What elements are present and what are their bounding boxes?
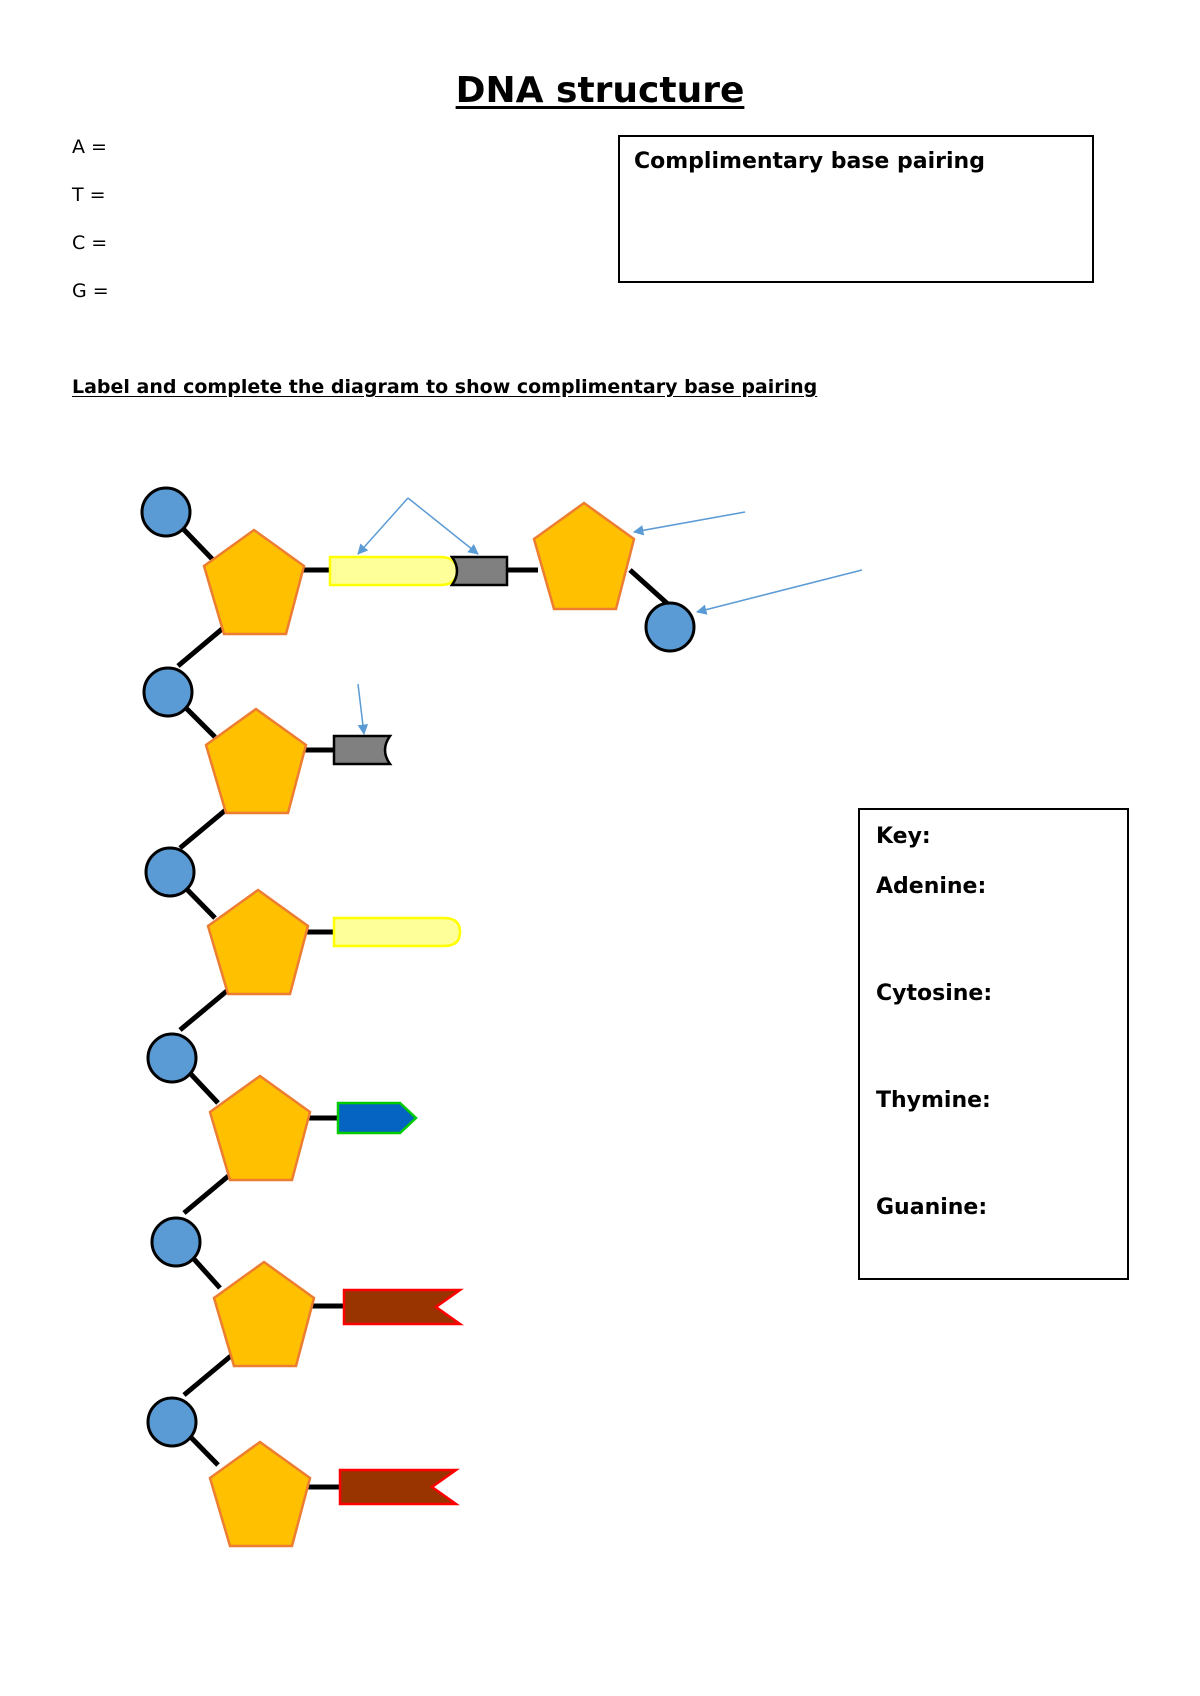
label-arrow bbox=[407, 497, 479, 555]
backbone-bond bbox=[182, 1171, 234, 1215]
sugar-pentagon bbox=[208, 1074, 312, 1182]
backbone-bond bbox=[178, 988, 230, 1032]
letter-t-line: T = bbox=[72, 184, 106, 206]
letter-g-line: G = bbox=[72, 280, 109, 302]
letter-c-line: C = bbox=[72, 232, 108, 254]
instruction-text: Label and complete the diagram to show c… bbox=[72, 376, 818, 398]
backbone-bond bbox=[176, 622, 230, 668]
phosphate-circle bbox=[142, 666, 194, 718]
key-item-guanine: Guanine: bbox=[876, 1195, 988, 1220]
key-item-adenine: Adenine: bbox=[876, 874, 987, 899]
backbone-bond bbox=[628, 568, 672, 608]
sugar-pentagon bbox=[208, 1440, 312, 1548]
guanine-base bbox=[342, 1288, 464, 1326]
adenine-base bbox=[332, 916, 462, 948]
sugar-pentagon bbox=[532, 501, 636, 611]
complimentary-base-pairing-box: Complimentary base pairing bbox=[618, 135, 1094, 283]
thymine-base bbox=[332, 734, 393, 766]
key-item-cytosine: Cytosine: bbox=[876, 981, 993, 1006]
pairing-box-label: Complimentary base pairing bbox=[634, 149, 985, 174]
page-title: DNA structure bbox=[455, 70, 745, 111]
backbone-bond bbox=[182, 1353, 234, 1397]
key-title: Key: bbox=[876, 824, 931, 849]
label-arrow bbox=[632, 511, 746, 536]
guanine-base bbox=[338, 1468, 460, 1506]
adenine-base bbox=[328, 555, 459, 587]
label-arrows bbox=[357, 497, 863, 736]
letter-a-line: A = bbox=[72, 136, 107, 158]
phosphate-circle bbox=[644, 601, 696, 653]
label-arrow bbox=[695, 569, 863, 615]
sugar-pentagon bbox=[212, 1260, 316, 1368]
key-item-thymine: Thymine: bbox=[876, 1088, 991, 1113]
key-box: Key: Adenine: Cytosine: Thymine: Guanine… bbox=[858, 808, 1129, 1280]
cytosine-base bbox=[336, 1101, 418, 1135]
sugar-pentagon bbox=[204, 707, 308, 815]
backbone-bond bbox=[178, 806, 230, 850]
phosphate-circle bbox=[146, 1396, 198, 1448]
phosphate-circle bbox=[140, 486, 192, 538]
label-arrow bbox=[357, 497, 409, 555]
label-arrow bbox=[357, 683, 369, 736]
sugar-pentagon bbox=[206, 888, 310, 996]
phosphates bbox=[140, 486, 696, 1448]
sugar-pentagon bbox=[202, 528, 306, 636]
phosphate-circle bbox=[150, 1216, 202, 1268]
base-letter-list: A = T = C = G = bbox=[72, 136, 109, 328]
phosphate-circle bbox=[146, 1032, 198, 1084]
backbone bbox=[163, 508, 672, 1490]
phosphate-circle bbox=[144, 846, 196, 898]
thymine-base bbox=[449, 555, 509, 587]
sugars bbox=[202, 501, 636, 1548]
